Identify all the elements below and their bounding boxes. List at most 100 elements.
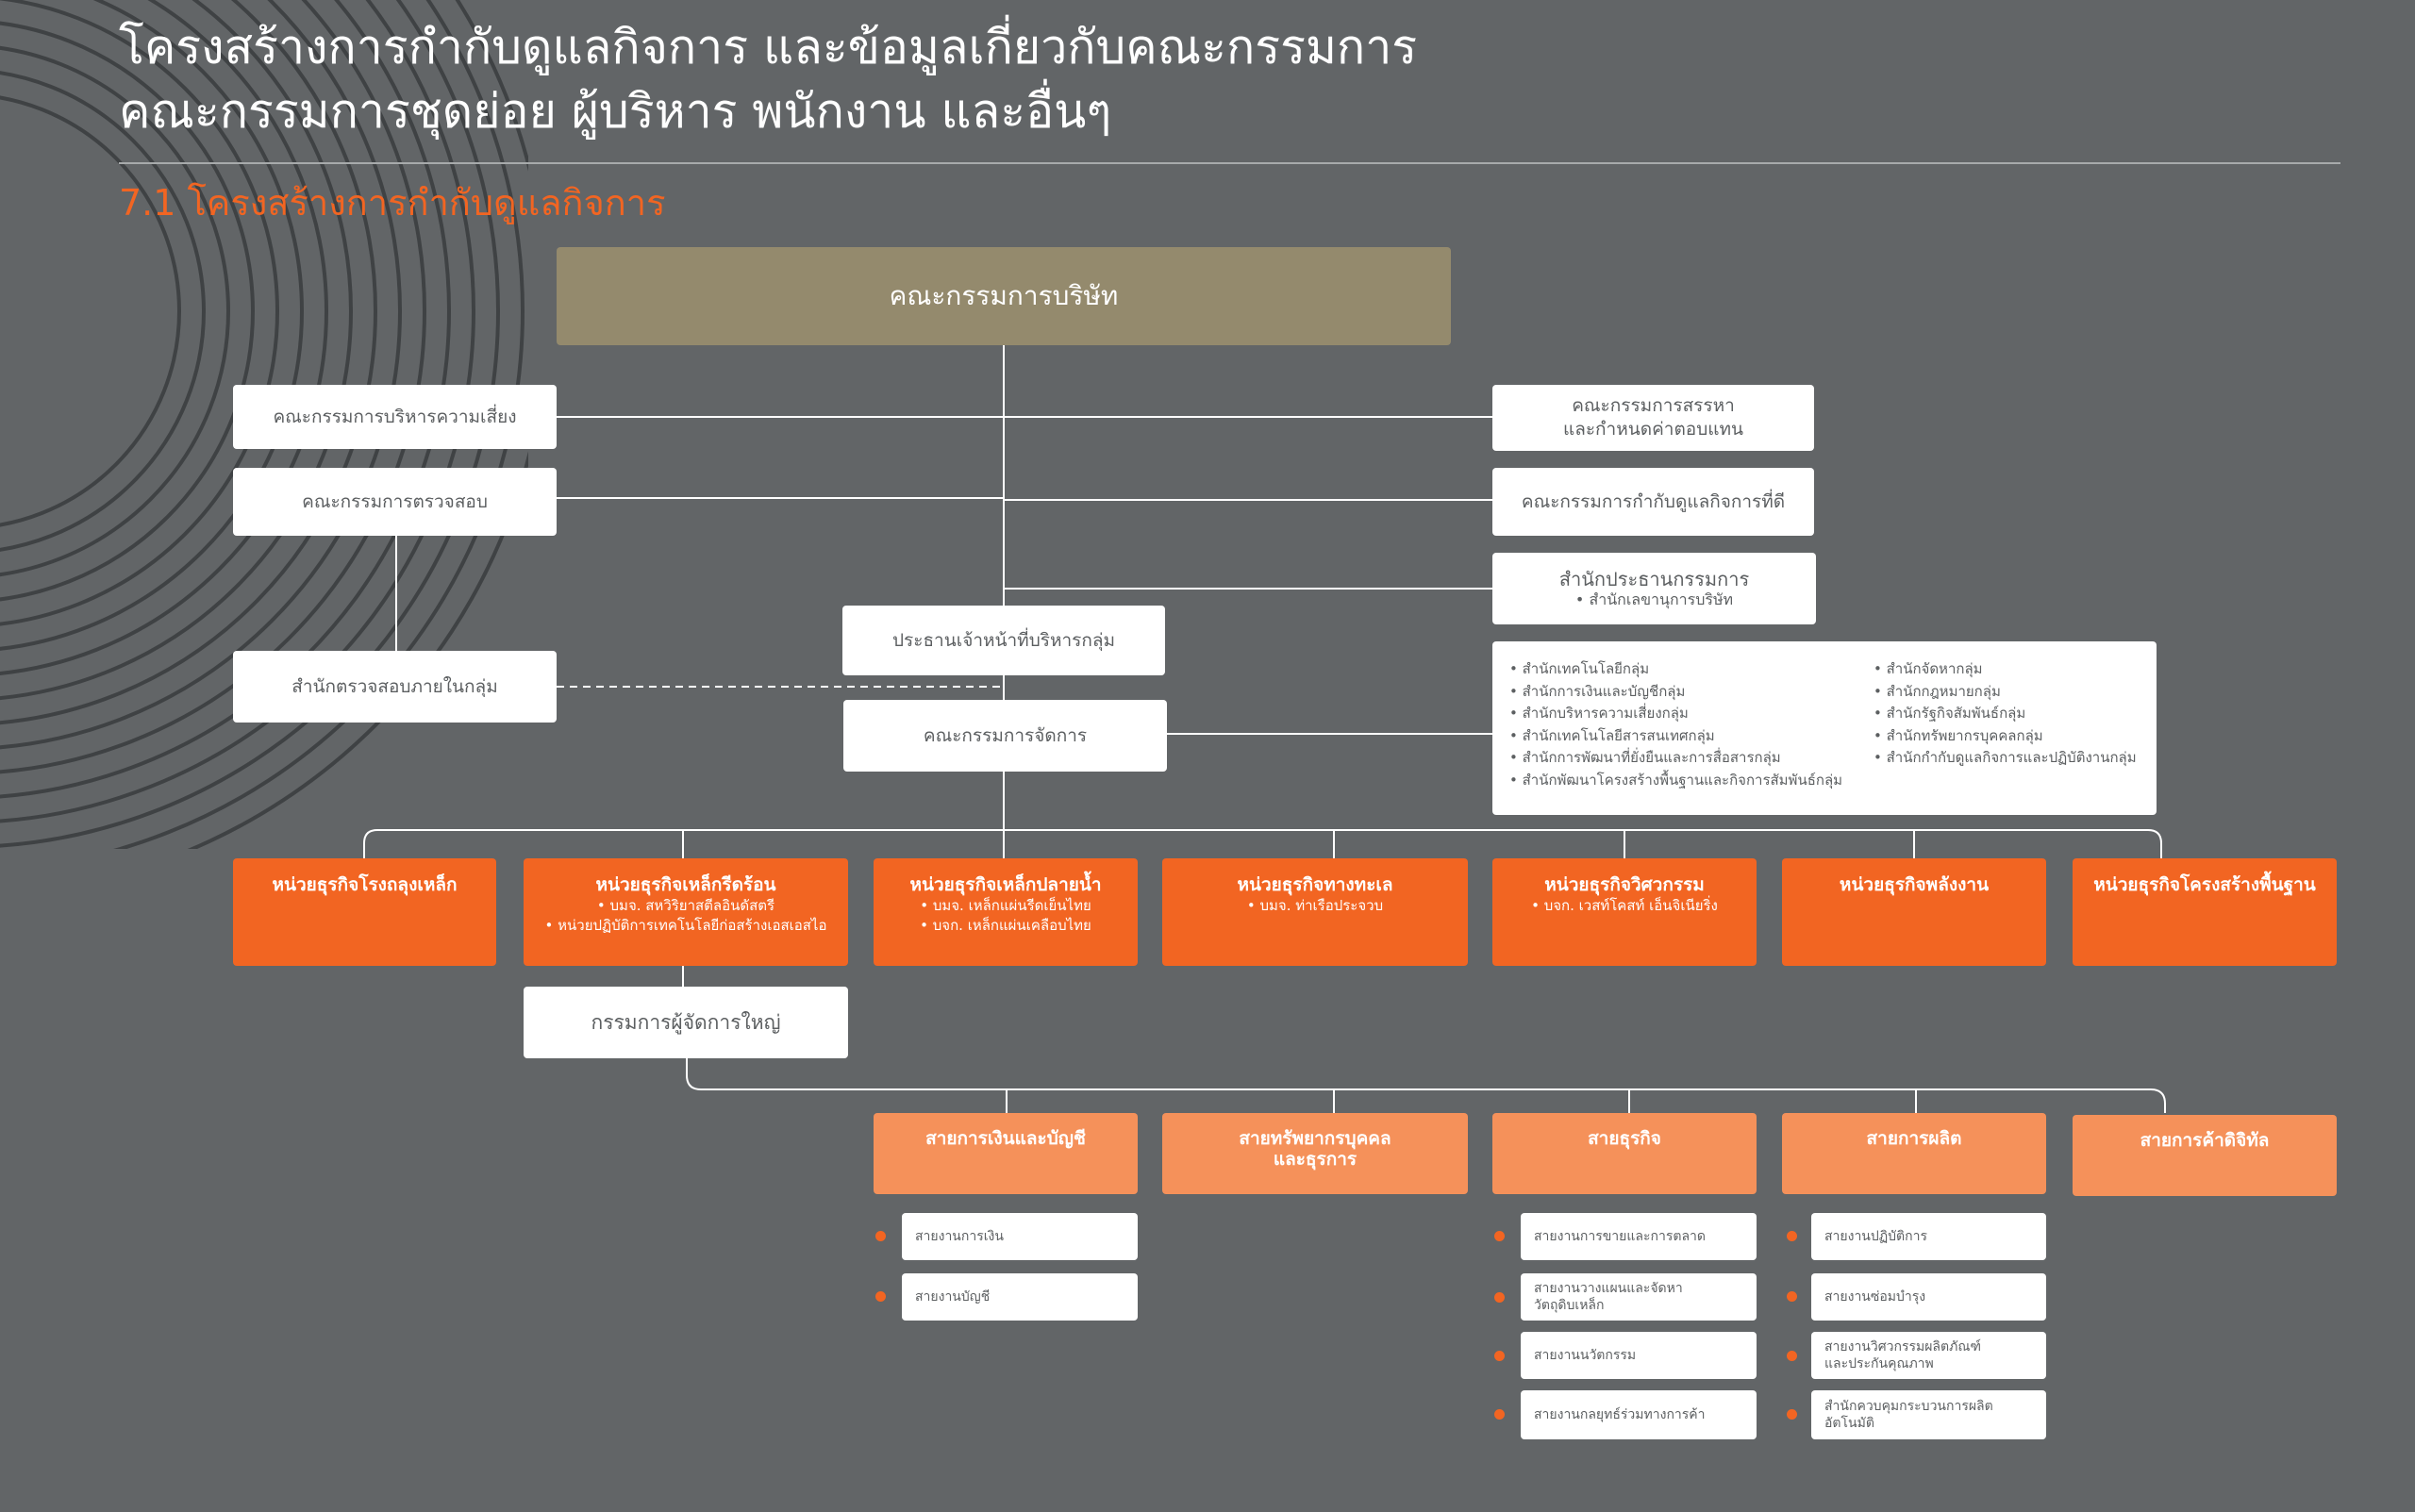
bu-title: หน่วยธุรกิจทางทะเล — [1237, 874, 1393, 895]
decorative-arc — [0, 0, 377, 725]
group-department-item: • สำนักเทคโนโลยีกลุ่ม — [1509, 660, 1650, 677]
dept-label: สายงานนวัตกรรม — [1534, 1348, 1637, 1363]
internal-audit-box: สำนักตรวจสอบภายในกลุ่ม — [233, 651, 557, 723]
decorative-arc — [0, 95, 181, 527]
line-label: สายทรัพยากรบุคคล — [1239, 1128, 1391, 1149]
production-dept-item: สำนักควบคุมกระบวนการผลิต อัตโนมัติ — [1811, 1390, 2046, 1439]
internal-audit-label: สำนักตรวจสอบภายในกลุ่ม — [291, 675, 498, 697]
governance-committee-box: คณะกรรมการกำกับดูแลกิจการที่ดี — [1492, 468, 1814, 536]
business-dept-item: สายงานวางแผนและจัดหา วัตถุดิบเหล็ก — [1521, 1273, 1757, 1321]
line-label: สายการผลิต — [1866, 1128, 1962, 1149]
dept-label: สายงานการขายและการตลาด — [1534, 1229, 1706, 1244]
bullet-dot — [1494, 1231, 1505, 1241]
decorative-arc — [0, 0, 279, 626]
bu-sub: • บมจ. ท่าเรือประจวบ — [1246, 897, 1384, 914]
board-of-directors-box: คณะกรรมการบริษัท — [557, 247, 1451, 345]
bu-title: หน่วยธุรกิจเหล็กรีดร้อน — [595, 874, 776, 895]
risk-committee-label: คณะกรรมการบริหารความเสี่ยง — [273, 406, 517, 427]
group-department-item: • สำนักกำกับดูแลกิจการและปฏิบัติงานกลุ่ม — [1874, 749, 2137, 766]
bu-downstream: หน่วยธุรกิจเหล็กปลายน้ำ • บมจ. เหล็กแผ่น… — [874, 858, 1138, 966]
bu-title: หน่วยธุรกิจโรงถลุงเหล็ก — [272, 874, 458, 895]
production-dept-item: สายงานปฏิบัติการ — [1811, 1213, 2046, 1260]
decorative-arc — [0, 0, 500, 848]
decorative-arcs — [0, 0, 528, 849]
dept-label-2: และประกันคุณภาพ — [1824, 1356, 1934, 1371]
bu-energy: หน่วยธุรกิจพลังงาน — [1782, 858, 2046, 966]
page-title-line2: คณะกรรมการชุดย่อย ผู้บริหาร พนักงาน และอ… — [119, 84, 1112, 139]
bullet-dot — [1494, 1351, 1505, 1361]
bu-marine: หน่วยธุรกิจทางทะเล • บมจ. ท่าเรือประจวบ — [1162, 858, 1468, 966]
line-production: สายการผลิต — [1782, 1113, 2046, 1194]
bu-title: หน่วยธุรกิจโครงสร้างพื้นฐาน — [2093, 874, 2316, 895]
bullet-dot — [1787, 1291, 1797, 1302]
line-hr: สายทรัพยากรบุคคล และธุรการ — [1162, 1113, 1468, 1194]
business-dept-item: สายงานกลยุทธ์ร่วมทางการค้า — [1521, 1390, 1757, 1439]
line-label: สายการเงินและบัญชี — [925, 1128, 1086, 1149]
bullet-dot — [1787, 1231, 1797, 1241]
dept-label-2: วัตถุดิบเหล็ก — [1534, 1298, 1605, 1313]
chairman-office-label: สำนักประธานกรรมการ — [1558, 568, 1750, 590]
group-departments-box: • สำนักเทคโนโลยีกลุ่ม• สำนักการเงินและบั… — [1492, 641, 2157, 815]
bu-sub: • บมจ. เหล็กแผ่นรีดเย็นไทย — [920, 897, 1091, 914]
dept-label: สายงานปฏิบัติการ — [1824, 1229, 1927, 1244]
decorative-arc — [0, 21, 255, 602]
header-divider — [119, 162, 2340, 164]
group-departments-left: • สำนักเทคโนโลยีกลุ่ม• สำนักการเงินและบั… — [1509, 658, 1842, 791]
decorative-arc — [0, 0, 426, 774]
page-title-line1: โครงสร้างการกำกับดูแลกิจการ และข้อมูลเกี… — [119, 20, 1418, 75]
board-of-directors-label: คณะกรรมการบริษัท — [889, 280, 1119, 311]
bu-title: หน่วยธุรกิจวิศวกรรม — [1544, 874, 1705, 895]
chairman-office-box: สำนักประธานกรรมการ • สำนักเลขานุการบริษั… — [1492, 553, 1816, 624]
bu-sub: • หน่วยปฏิบัติการเทคโนโลยีก่อสร้างเอสเอส… — [544, 917, 827, 934]
group-department-item: • สำนักพัฒนาโครงสร้างพื้นฐานและกิจการสัม… — [1509, 771, 1843, 789]
finance-dept-item: สายงานการเงิน — [902, 1213, 1138, 1260]
bu-title: หน่วยธุรกิจเหล็กปลายน้ำ — [909, 874, 1102, 895]
nomination-committee-line2: และกำหนดค่าตอบแทน — [1562, 419, 1744, 440]
decorative-arc — [0, 0, 451, 799]
bu-title: หน่วยธุรกิจพลังงาน — [1839, 874, 1990, 895]
decorative-arc — [0, 0, 402, 750]
dept-label: สำนักควบคุมกระบวนการผลิต — [1824, 1399, 1993, 1414]
dept-label: สายงานวางแผนและจัดหา — [1534, 1281, 1683, 1296]
bullet-dot — [1494, 1409, 1505, 1420]
group-department-item: • สำนักกฎหมายกลุ่ม — [1874, 682, 2001, 700]
company-secretary-label: • สำนักเลขานุการบริษัท — [1574, 590, 1734, 608]
line-digital-trade: สายการค้าดิจิทัล — [2073, 1115, 2337, 1196]
decorative-arc — [0, 0, 353, 700]
group-department-item: • สำนักรัฐกิจสัมพันธ์กลุ่ม — [1874, 705, 2026, 722]
group-department-item: • สำนักทรัพยากรบุคคลกลุ่ม — [1874, 726, 2043, 744]
bullet-dot — [875, 1291, 886, 1302]
decorative-arc — [0, 0, 328, 675]
management-committee-label: คณะกรรมการจัดการ — [923, 724, 1088, 746]
dept-label-2: อัตโนมัติ — [1824, 1416, 1874, 1431]
line-finance: สายการเงินและบัญชี — [874, 1113, 1138, 1194]
production-dept-item: สายงานซ่อมบำรุง — [1811, 1273, 2046, 1321]
bullet-dot — [1787, 1351, 1797, 1361]
decorative-arc — [112, 0, 525, 849]
decorative-arc — [0, 71, 206, 552]
group-ceo-label: ประธานเจ้าหน้าที่บริหารกลุ่ม — [891, 629, 1116, 651]
bu-engineering: หน่วยธุรกิจวิศวกรรม • บจก. เวสท์โคสท์ เอ… — [1492, 858, 1757, 966]
line-business: สายธุรกิจ — [1492, 1113, 1757, 1194]
line-label: สายธุรกิจ — [1588, 1128, 1661, 1149]
bu-sub: • บมจ. สหวิริยาสตีลอินดัสตรี — [596, 897, 775, 914]
bu-sub: • บจก. เหล็กแผ่นเคลือบไทย — [920, 917, 1091, 934]
risk-committee-box: คณะกรรมการบริหารความเสี่ยง — [233, 385, 557, 449]
governance-committee-label: คณะกรรมการกำกับดูแลกิจการที่ดี — [1521, 490, 1786, 512]
group-department-item: • สำนักบริหารความเสี่ยงกลุ่ม — [1509, 705, 1689, 722]
nomination-committee-box: คณะกรรมการสรรหา และกำหนดค่าตอบแทน — [1492, 385, 1814, 451]
audit-committee-box: คณะกรรมการตรวจสอบ — [233, 468, 557, 536]
bullet-dot — [875, 1231, 886, 1241]
decorative-arc — [0, 45, 230, 577]
bu-infrastructure: หน่วยธุรกิจโครงสร้างพื้นฐาน — [2073, 858, 2337, 966]
decorative-arc — [0, 0, 475, 823]
dept-label: สายงานวิศวกรรมผลิตภัณฑ์ — [1824, 1339, 1981, 1354]
audit-committee-label: คณะกรรมการตรวจสอบ — [302, 490, 488, 512]
bullet-dot — [1787, 1409, 1797, 1420]
finance-dept-item: สายงานบัญชี — [902, 1273, 1138, 1321]
group-departments-right: • สำนักจัดหากลุ่ม• สำนักกฎหมายกลุ่ม• สำน… — [1874, 658, 2137, 770]
group-ceo-box: ประธานเจ้าหน้าที่บริหารกลุ่ม — [842, 606, 1165, 675]
group-department-item: • สำนักการพัฒนาที่ยั่งยืนและการสื่อสารกล… — [1509, 749, 1781, 766]
group-department-item: • สำนักเทคโนโลยีสารสนเทศกลุ่ม — [1509, 726, 1715, 744]
